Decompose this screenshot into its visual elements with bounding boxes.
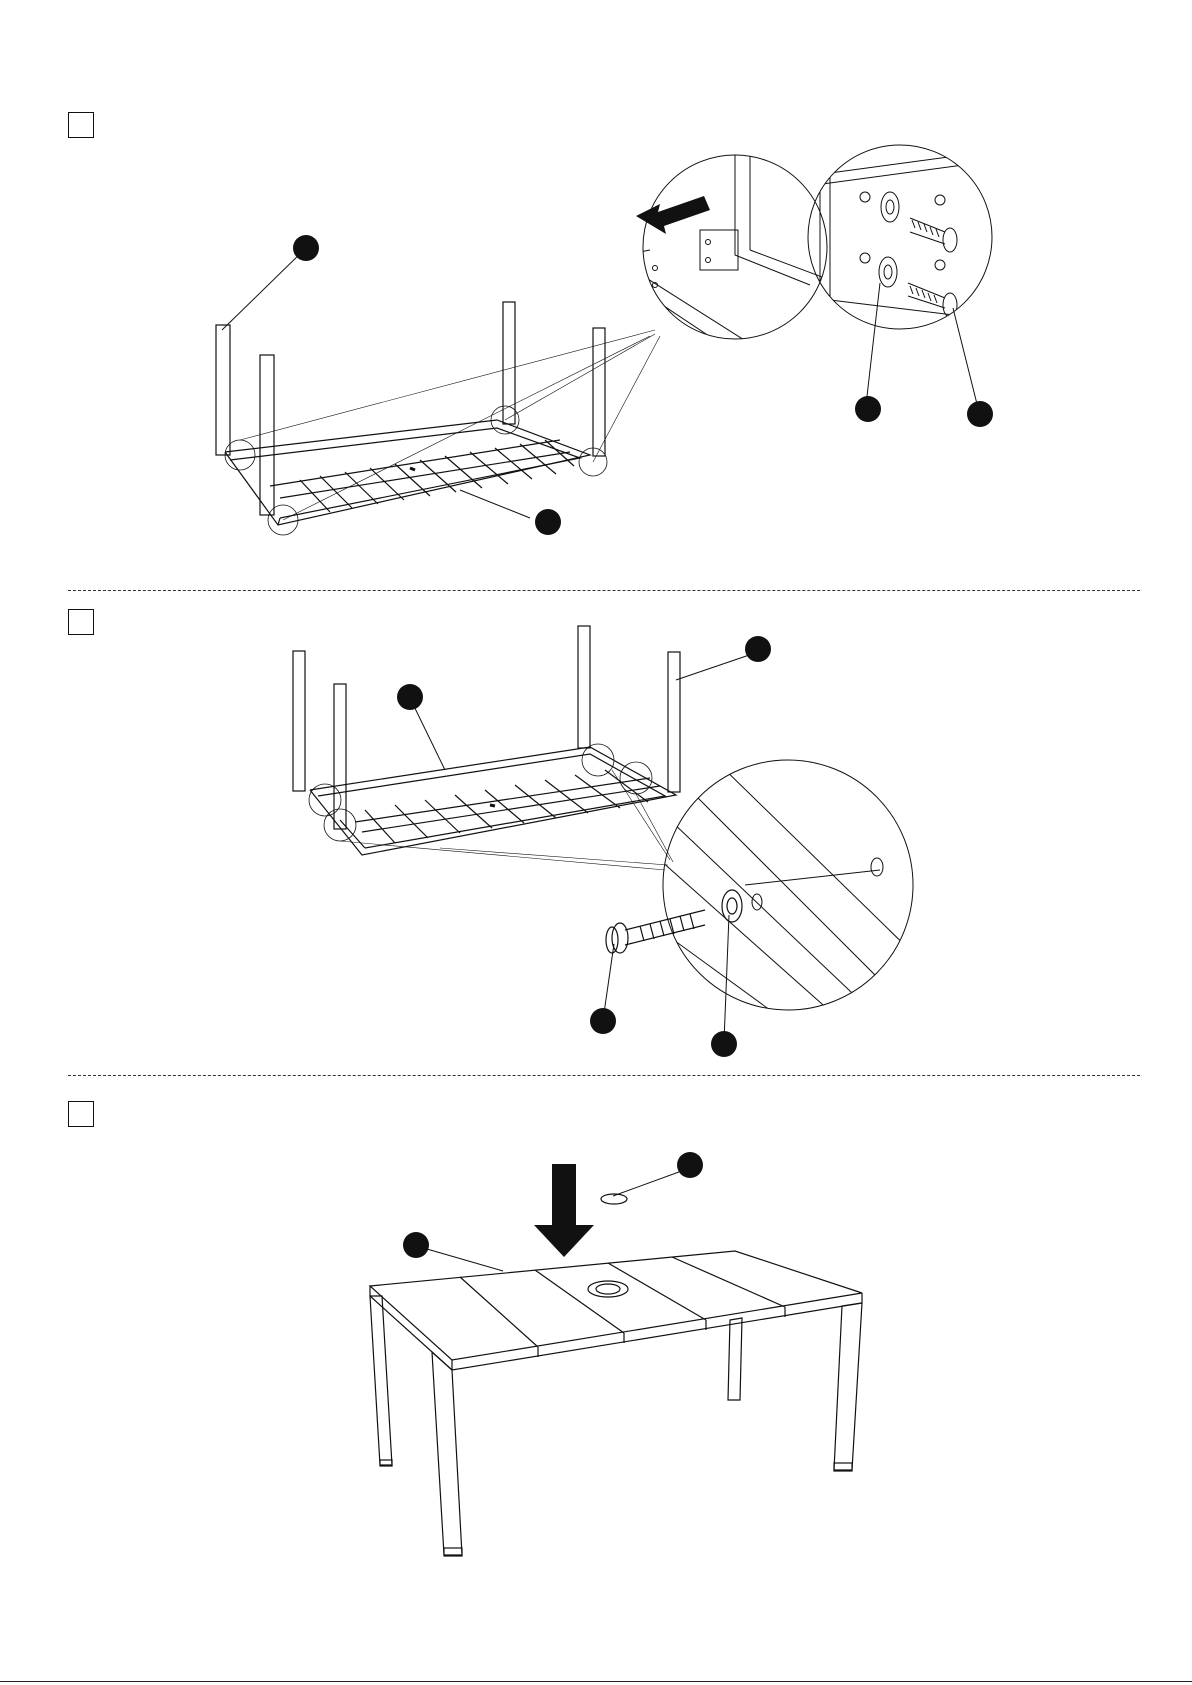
callout-marker	[397, 684, 423, 710]
callout-marker	[293, 235, 319, 261]
table-upright	[370, 1251, 862, 1556]
callout-marker	[711, 1031, 737, 1057]
table-frame-upside-down	[293, 626, 680, 870]
step-2-illustration	[293, 626, 920, 1042]
step-3-illustration	[370, 1165, 862, 1556]
footer-rule	[0, 1681, 1192, 1682]
callout-marker	[967, 401, 993, 427]
detail-circle-side-bolt	[663, 760, 913, 1010]
step-1-illustration	[216, 145, 1000, 535]
arrow-left-icon	[636, 196, 710, 234]
callout-marker	[745, 636, 771, 662]
callout-marker	[677, 1152, 703, 1178]
step-1-callouts	[293, 235, 993, 535]
table-frame-upside-down	[216, 302, 660, 535]
callout-marker	[590, 1008, 616, 1034]
arrow-down-icon	[534, 1164, 594, 1257]
callout-marker	[535, 509, 561, 535]
callout-marker	[855, 396, 881, 422]
step-2-callouts	[397, 636, 771, 1057]
callout-marker	[403, 1232, 429, 1258]
